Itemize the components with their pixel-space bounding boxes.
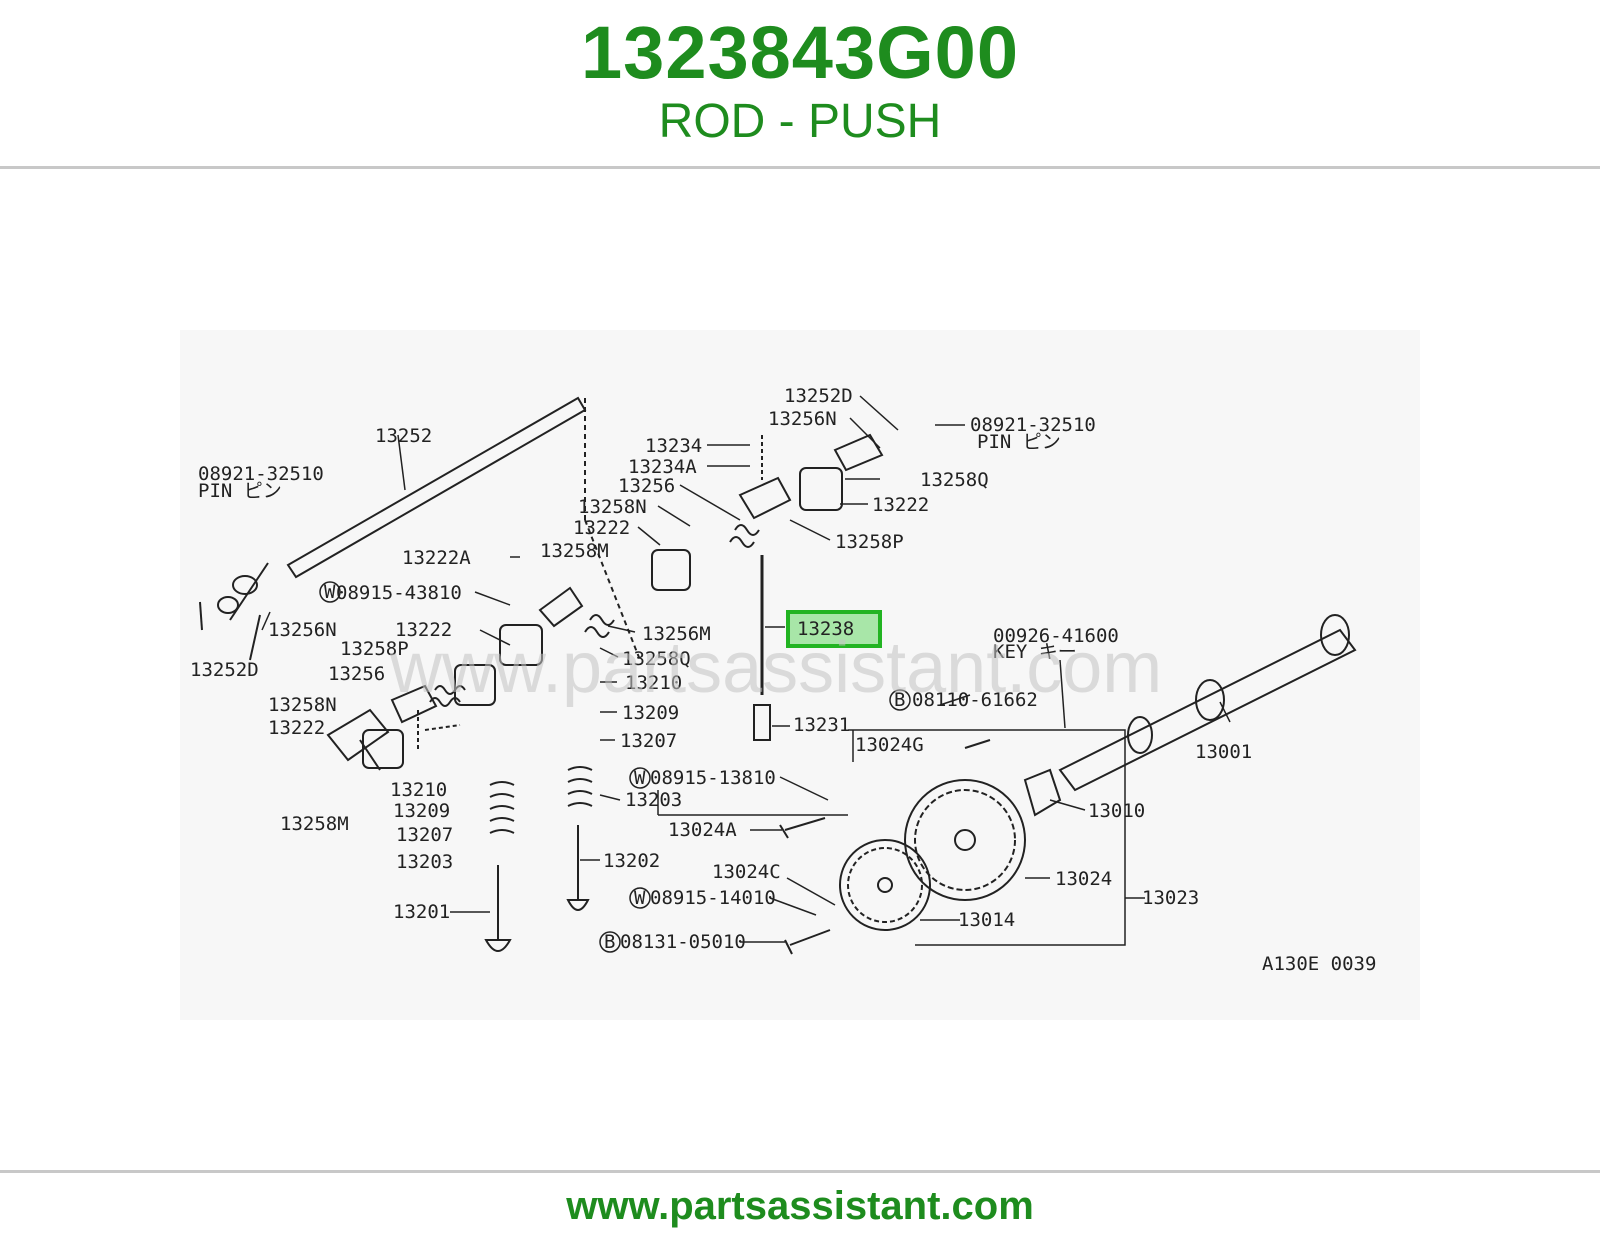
- circle-mark-b2: B: [604, 931, 615, 953]
- valve-spring-1: [567, 766, 593, 807]
- label-13203-mid: 13203: [625, 789, 682, 811]
- label-13258m-low: 13258M: [280, 813, 349, 835]
- washer-left: [217, 596, 239, 614]
- label-08131: 08131-05010: [620, 931, 746, 953]
- label-13202: 13202: [603, 850, 660, 872]
- label-13222-left: 13222: [395, 619, 452, 641]
- label-13256-mid: 13256: [618, 475, 675, 497]
- label-13001: 13001: [1195, 741, 1252, 763]
- label-13024c: 13024C: [712, 861, 781, 883]
- label-13258q-top: 13258Q: [920, 469, 989, 491]
- bracket-2: [454, 664, 496, 706]
- watermark: www.partsassistant.com: [389, 628, 1162, 708]
- label-08921-left: 08921-32510: [198, 463, 324, 485]
- bolt-1: [779, 817, 826, 839]
- label-08915-43810: 08915-43810: [336, 582, 462, 604]
- footer-divider: [0, 1170, 1600, 1173]
- label-13207-mid: 13207: [620, 730, 677, 752]
- label-13210-low: 13210: [390, 779, 447, 801]
- label-00926: 00926-41600: [993, 625, 1119, 647]
- label-13234a: 13234A: [628, 456, 697, 478]
- exploded-parts-diagram: W W W B B 13252D 13256N 08921-32510 PIN …: [180, 330, 1420, 1020]
- page-header: 1323843G00 ROD - PUSH: [0, 0, 1600, 170]
- label-13238: 13238: [797, 618, 854, 640]
- bracket-5: [799, 467, 843, 511]
- valve-spring-2: [489, 781, 515, 834]
- rocker-arm-3: [738, 476, 792, 520]
- label-13258q-mid: 13258Q: [622, 648, 691, 670]
- label-13252d-top: 13252D: [784, 385, 853, 407]
- label-key: KEY キー: [993, 641, 1077, 663]
- label-13209-low: 13209: [393, 800, 450, 822]
- label-13010: 13010: [1088, 800, 1145, 822]
- label-08921-right: 08921-32510: [970, 414, 1096, 436]
- label-08915-13810: 08915-13810: [650, 767, 776, 789]
- label-13203-low: 13203: [396, 851, 453, 873]
- label-pin-right: PIN ピン: [977, 431, 1061, 453]
- cam-gear: [904, 779, 1026, 901]
- label-13201: 13201: [393, 901, 450, 923]
- highlight-box: [786, 610, 882, 648]
- leader-lines: [261, 395, 1231, 943]
- label-13222a: 13222A: [402, 547, 471, 569]
- part-description: ROD - PUSH: [658, 95, 942, 148]
- bracket-1: [362, 729, 404, 769]
- label-13258n-left: 13258N: [268, 694, 337, 716]
- part-labels: 13252D 13256N 08921-32510 PIN ピン 13234 1…: [190, 385, 1376, 975]
- spring-2: [584, 614, 615, 638]
- label-13222-right: 13222: [872, 494, 929, 516]
- valve-1: [566, 825, 590, 911]
- diagram-svg: W W W B B 13252D 13256N 08921-32510 PIN …: [190, 385, 1376, 975]
- label-13023: 13023: [1142, 887, 1199, 909]
- diagram-drawing: [199, 396, 1357, 955]
- label-13252d-left: 13252D: [190, 659, 259, 681]
- label-08915-14010: 08915-14010: [650, 887, 776, 909]
- label-13024a: 13024A: [668, 819, 737, 841]
- thrust-plate: [1023, 768, 1062, 817]
- footer-website[interactable]: www.partsassistant.com: [566, 1184, 1034, 1228]
- label-13258p-left: 13258P: [340, 638, 409, 660]
- rocker-arm-1: [326, 708, 390, 771]
- label-13256-left: 13256: [328, 663, 385, 685]
- label-13258m-mid: 13258M: [540, 540, 609, 562]
- camshaft: [1058, 628, 1357, 792]
- label-13222-mid: 13222: [573, 517, 630, 539]
- circle-mark-b1: B: [894, 689, 905, 711]
- label-13256n-left: 13256N: [268, 619, 337, 641]
- label-13024g: 13024G: [855, 734, 924, 756]
- label-13258n-mid: 13258N: [578, 496, 647, 518]
- rocker-arm-2: [390, 684, 438, 724]
- label-13207-low: 13207: [396, 824, 453, 846]
- label-13222-low: 13222: [268, 717, 325, 739]
- circle-mark-w3: W: [634, 887, 646, 909]
- circle-mark-w1: W: [324, 581, 336, 603]
- label-13258p-right: 13258P: [835, 531, 904, 553]
- label-13014: 13014: [958, 909, 1015, 931]
- label-13256m: 13256M: [642, 623, 711, 645]
- valve-2: [484, 865, 512, 952]
- part-number: 1323843G00: [581, 11, 1019, 94]
- circle-mark-w2: W: [634, 767, 646, 789]
- label-13256n-top: 13256N: [768, 408, 837, 430]
- spring-1: [429, 685, 466, 707]
- label-08110: 08110-61662: [912, 689, 1038, 711]
- tappet: [753, 704, 771, 741]
- bracket-4: [651, 549, 691, 591]
- circle-marks: W W W B B: [319, 581, 911, 953]
- header-divider: [0, 166, 1600, 169]
- label-13231: 13231: [793, 714, 850, 736]
- label-13209-mid: 13209: [622, 702, 679, 724]
- bracket-3: [499, 624, 543, 666]
- spring-3: [729, 524, 760, 548]
- label-13234: 13234: [645, 435, 702, 457]
- label-13210-mid: 13210: [625, 672, 682, 694]
- crank-gear: [839, 839, 931, 931]
- label-13252: 13252: [375, 425, 432, 447]
- label-13024: 13024: [1055, 868, 1112, 890]
- label-pin-left: PIN ピン: [198, 480, 282, 502]
- diagram-code: A130E 0039: [1262, 953, 1376, 975]
- bolt-2: [784, 929, 831, 955]
